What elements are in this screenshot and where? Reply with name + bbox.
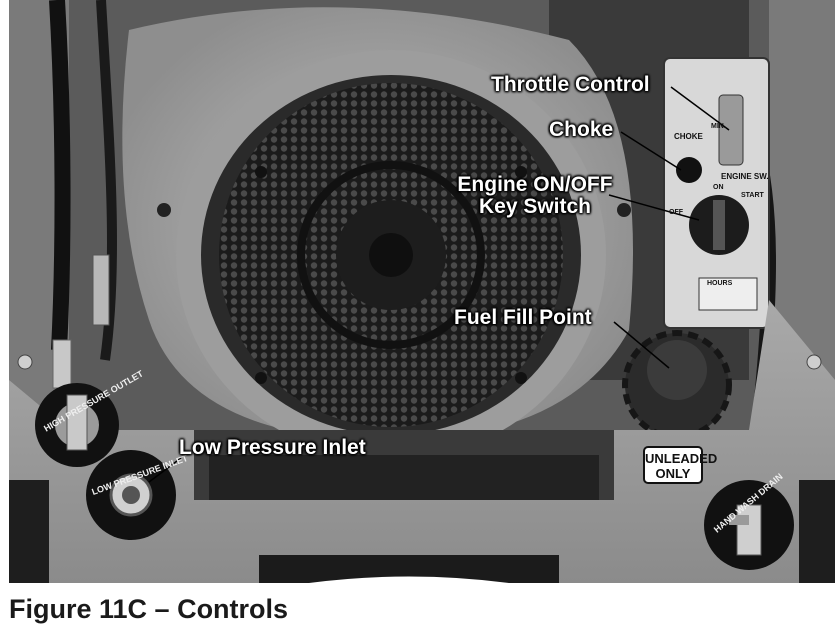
photo-illustration xyxy=(9,0,835,583)
frame-plate xyxy=(9,300,835,583)
start-label: START xyxy=(741,192,764,199)
choke-panel-label: CHOKE xyxy=(674,132,703,141)
callout-engine-switch: Engine ON/OFF Key Switch xyxy=(455,174,615,218)
unleaded-line1: UNLEADED xyxy=(645,451,718,466)
callout-throttle-control: Throttle Control xyxy=(491,73,650,96)
hour-meter xyxy=(698,277,758,311)
callout-choke: Choke xyxy=(549,118,614,141)
unleaded-only-sticker: UNLEADED ONLY xyxy=(643,446,718,484)
unleaded-line2: ONLY xyxy=(655,466,691,481)
callout-fuel-fill-point: Fuel Fill Point xyxy=(454,306,592,329)
throttle-lever xyxy=(718,94,744,166)
figure-caption: Figure 11C – Controls xyxy=(9,594,289,624)
callout-engine-switch-line1: Engine ON/OFF xyxy=(457,173,613,196)
min-label: MIN. xyxy=(711,123,726,130)
choke-knob xyxy=(676,157,702,183)
off-label: OFF xyxy=(669,209,683,216)
hours-label: HOURS xyxy=(707,280,733,287)
callout-low-pressure-inlet: Low Pressure Inlet xyxy=(179,436,366,459)
equipment-photo: CHOKE MIN. ENGINE SW. ON START OFF HOURS… xyxy=(9,0,835,583)
engine-sw-label: ENGINE SW. xyxy=(721,172,769,181)
callout-engine-switch-line2: Key Switch xyxy=(478,195,592,218)
high-pressure-hose xyxy=(49,0,71,351)
on-label: ON xyxy=(713,184,724,191)
